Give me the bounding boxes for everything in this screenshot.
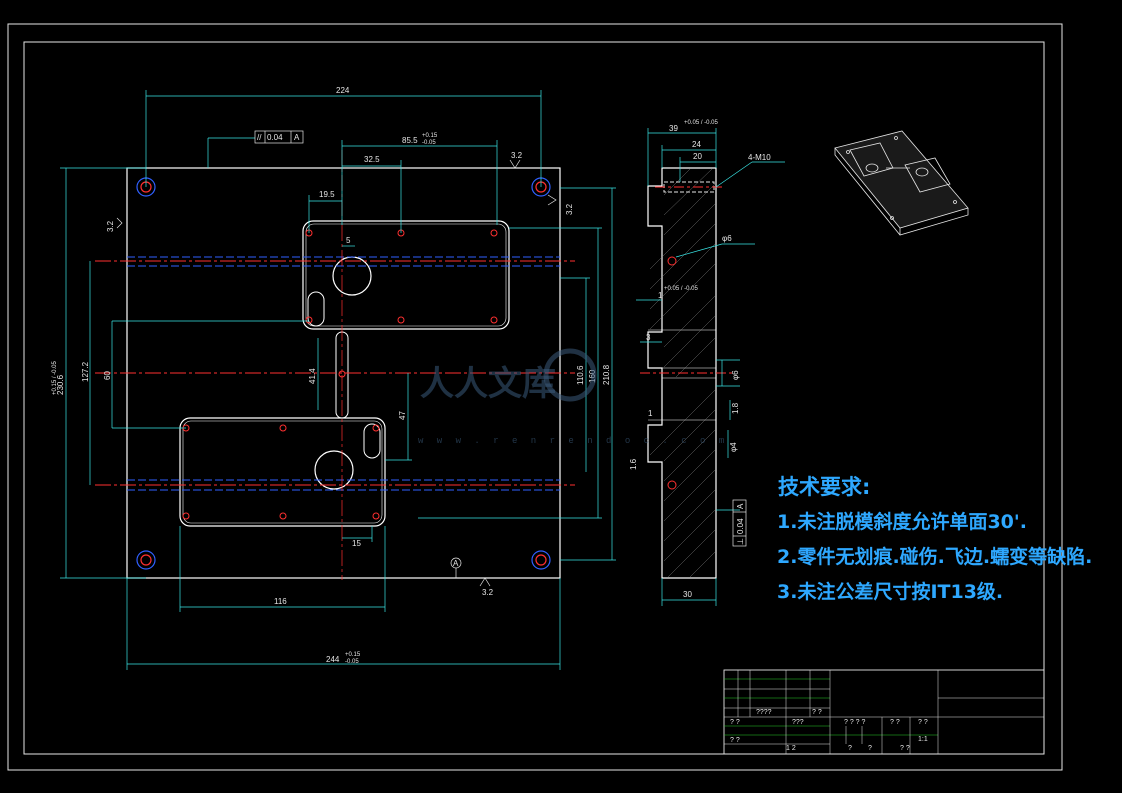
gdt-top-value: 0.04: [267, 133, 283, 142]
gdt-side-symbol: ⊥: [736, 538, 745, 545]
dim-116: 116: [274, 597, 287, 606]
side-dim-1: 1: [658, 291, 663, 300]
dim-60: 60: [103, 371, 112, 380]
side-holes: [640, 181, 732, 490]
side-view: A 0.04 ⊥ 39 +0.05 / -0.05 24 20 4-M10 φ6…: [629, 120, 785, 606]
dim-110-6: 110.6: [576, 365, 585, 385]
side-dim-3: 3: [646, 333, 651, 342]
dim-224: 224: [336, 86, 350, 95]
dim-210-8: 210.8: [602, 364, 611, 385]
watermark: 人人文库 w w w . r e n r e n d o c . c o m: [418, 348, 728, 446]
tb-cell-2: ????: [756, 709, 772, 716]
dim-5: 5: [346, 236, 351, 245]
gdt-frame-top: // 0.04 A: [254, 130, 304, 144]
roughness-left: 3.2: [106, 220, 115, 232]
datum-bottom: A: [453, 559, 459, 568]
side-dim-30: 30: [683, 590, 692, 599]
roughness-top: 3.2: [511, 151, 523, 160]
side-dim-39-tol: +0.05 / -0.05: [684, 120, 719, 126]
roughness-bottom: 3.2: [482, 588, 494, 597]
notes-title: 技术要求:: [778, 475, 870, 499]
gdt-top-symbol: //: [257, 133, 262, 142]
tb-cell-1: ? ?: [730, 737, 740, 744]
isometric-view: [834, 130, 969, 236]
watermark-text: 人人文库: [420, 364, 556, 404]
dim-47: 47: [398, 411, 407, 420]
side-thread-label: 4-M10: [748, 153, 771, 162]
note-2: 2.零件无划痕.碰伤.飞边.蠕变等缺陷.: [777, 545, 1092, 568]
side-dim-20: 20: [693, 152, 702, 161]
lower-slot: [363, 423, 381, 459]
side-dimension-lines: [636, 128, 785, 606]
outer-frame: [7, 23, 1063, 771]
tb-cell-5: ? ?: [890, 719, 900, 726]
dim-85-5: 85.5: [402, 136, 418, 145]
dim-15: 15: [352, 539, 361, 548]
note-3: 3.未注公差尺寸按IT13级.: [777, 580, 1003, 603]
dim-230-6: 230.6: [56, 374, 65, 395]
tb-cell-9: ?: [848, 745, 852, 752]
dim-41-4: 41.4: [308, 368, 317, 384]
tb-cell-3: ???: [792, 719, 804, 726]
side-roughness: 1.6: [629, 458, 638, 470]
tb-cell-6: ? ?: [918, 719, 928, 726]
dim-244-tol-up: +0.15: [345, 652, 361, 658]
tb-cell-8: 1 2: [786, 745, 796, 752]
dim-19-5: 19.5: [319, 190, 335, 199]
side-dim-1-b: 1: [648, 409, 653, 418]
side-dia-6b: φ6: [731, 370, 740, 380]
dim-230-6-tol: +0.15 / -0.05: [52, 360, 58, 395]
tb-cell-11: ? ?: [900, 745, 910, 752]
front-view: // 0.04 A A 224 85.5 +0.15 -0.05 32.5 19…: [52, 86, 616, 670]
title-block: ? ? ? ? ???? ??? ? ? ? ? ? ? ? ? ? ? 1 2…: [723, 669, 1045, 755]
tb-cell-4: ? ? ? ?: [844, 719, 866, 726]
cooling-channels: [95, 150, 575, 580]
upper-large-hole: [332, 256, 372, 296]
section-hatch: [649, 168, 716, 578]
gdt-top-datum: A: [294, 133, 300, 142]
tb-cell-12: 1:1: [918, 736, 928, 743]
tb-cell-10: ?: [868, 745, 872, 752]
dimension-lines: [60, 90, 616, 670]
inner-frame: [23, 41, 1045, 755]
tb-cell-0: ? ?: [730, 719, 740, 726]
gdt-frame-side: A 0.04 ⊥: [732, 499, 747, 547]
dim-244-tol-dn: -0.05: [345, 659, 359, 665]
tb-cell-7: ? ?: [812, 709, 822, 716]
side-dim-1-8: 1.8: [731, 402, 740, 414]
roughness-right: 3.2: [565, 203, 574, 215]
watermark-url: w w w . r e n r e n d o c . c o m: [418, 436, 728, 446]
technical-notes: 技术要求: 1.未注脱模斜度允许单面30'. 2.零件无划痕.碰伤.飞边.蠕变等…: [777, 475, 1092, 603]
dim-85-5-tol-dn: -0.05: [422, 140, 436, 146]
side-dim-1-tol: +0.05 / -0.05: [664, 286, 699, 292]
side-dia-4: φ4: [729, 442, 738, 452]
dim-244: 244: [326, 655, 340, 664]
note-1: 1.未注脱模斜度允许单面30'.: [777, 510, 1027, 533]
roughness-symbols: [116, 159, 557, 587]
side-dia-6a: φ6: [722, 234, 732, 243]
side-dim-24: 24: [692, 140, 701, 149]
lower-pocket: [179, 417, 386, 527]
lower-large-hole: [314, 450, 354, 490]
dim-85-5-tol-up: +0.15: [422, 133, 438, 139]
gdt-side-value: 0.04: [736, 518, 745, 534]
upper-slot: [307, 291, 325, 327]
side-dim-39: 39: [669, 124, 678, 133]
upper-pocket: [302, 220, 510, 330]
dim-127-2: 127.2: [81, 361, 90, 382]
gdt-side-datum: A: [736, 503, 745, 509]
dim-32-5: 32.5: [364, 155, 380, 164]
